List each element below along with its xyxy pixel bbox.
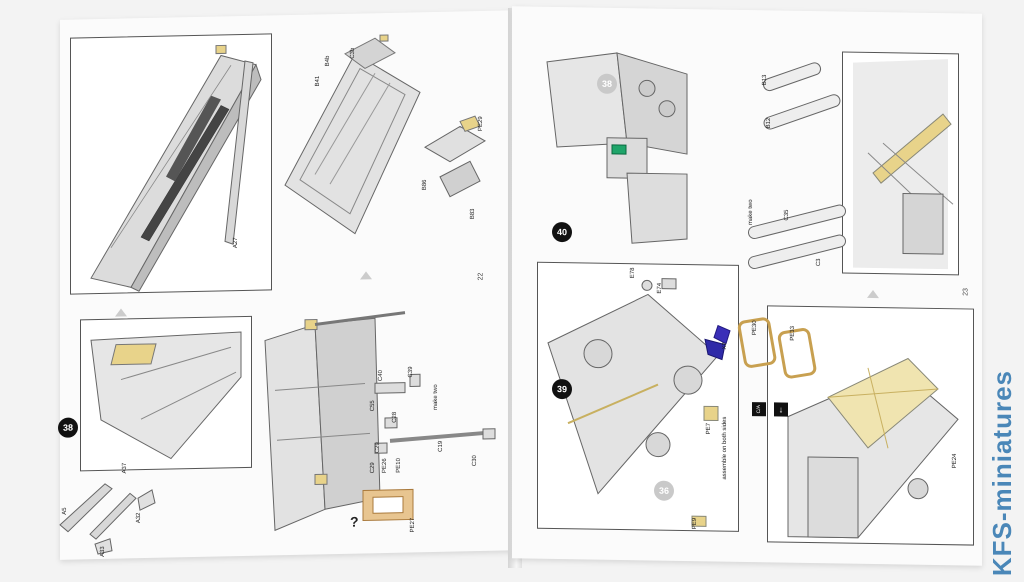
- step-38-badge: 38: [58, 417, 78, 438]
- small-parts-c: [374, 373, 496, 454]
- flow-arrow-icon: [360, 271, 372, 280]
- gas-bottles: [762, 62, 841, 130]
- step38-detail-panel: [80, 315, 252, 472]
- pe-frame-part: [362, 488, 414, 522]
- ca-callout-text: C/A: [756, 404, 762, 414]
- parts-e78-e74: [641, 278, 677, 291]
- page-number-left: 22: [477, 272, 485, 281]
- question-mark: ?: [350, 513, 359, 530]
- label-pe10: PE10: [396, 457, 402, 473]
- flow-arrow-icon: [115, 308, 127, 317]
- make-two-note-left: make two: [433, 384, 439, 411]
- label-pe33: PE33: [790, 325, 796, 341]
- label-b13: B13: [762, 74, 768, 86]
- pe-detail-panel: [767, 305, 974, 546]
- ca-callout-box: C/A: [752, 402, 766, 417]
- label-e78: E78: [630, 267, 636, 279]
- label-c35: C35: [784, 209, 790, 221]
- label-c3b: C3b: [350, 47, 356, 59]
- frame-subassembly: [284, 34, 421, 235]
- label-a33: A33: [100, 546, 106, 558]
- label-b4b: B4b: [325, 55, 331, 67]
- step39-panel: [537, 261, 739, 532]
- step-36-badge: 36: [654, 480, 674, 501]
- label-c55: C55: [370, 400, 376, 412]
- make-two-note-right: make two: [748, 199, 754, 226]
- cradle-assembly: [264, 311, 406, 532]
- parts-a5-a37-a32-a33: [59, 483, 156, 555]
- label-x2: X2: [722, 342, 728, 350]
- part-pe7: [703, 405, 719, 422]
- part-a27-rail: [224, 60, 254, 245]
- label-pe30: PE30: [752, 320, 758, 336]
- label-c19: C19: [438, 440, 444, 452]
- step-faded-badge: 38: [597, 73, 617, 94]
- label-c29b: C29: [370, 462, 376, 474]
- label-pe26: PE26: [382, 458, 388, 474]
- label-a27: A27: [233, 237, 239, 249]
- left-instruction-page: A27 B4b C3b B41 PE29 B86 B83 22: [58, 10, 522, 560]
- label-pe9: PE9: [692, 517, 698, 530]
- label-pe27: PE27: [410, 517, 416, 533]
- label-c3: C3: [816, 258, 822, 267]
- part-pe9: [691, 515, 707, 527]
- arrow-callout-icon: ↓: [774, 402, 788, 417]
- label-c40: C40: [378, 370, 384, 382]
- label-pe29: PE29: [478, 116, 484, 132]
- step-40-badge: 40: [552, 221, 572, 243]
- label-a32: A32: [136, 512, 142, 524]
- bracket-b86-b83: [424, 115, 486, 198]
- watermark-text: KFS-miniatures: [987, 369, 1017, 576]
- label-a5: A5: [62, 507, 68, 515]
- label-c30: C30: [472, 455, 478, 467]
- vehicle-assembly-top: [546, 52, 688, 244]
- label-b86: B86: [422, 179, 428, 191]
- page-number-right: 23: [962, 287, 970, 296]
- label-c39: C39: [408, 366, 414, 378]
- label-c29: C29: [375, 442, 381, 454]
- gas-bottles-lower: [747, 204, 847, 270]
- label-b83: B83: [470, 208, 476, 220]
- chassis-rail-panel: [70, 33, 272, 295]
- label-e74: E74: [657, 282, 663, 294]
- gas-bottles-panel: [842, 51, 959, 276]
- label-a37: A37: [122, 462, 128, 474]
- pe-frames-pe30-pe33: [737, 317, 817, 379]
- flow-arrow-icon: [867, 289, 879, 299]
- label-b41: B41: [315, 75, 321, 87]
- right-instruction-page: 38 40 B13 B12 C35 C3 make two 23: [512, 6, 982, 566]
- part-x2: [704, 338, 726, 361]
- step-39-badge: 39: [552, 378, 572, 400]
- label-pe7: PE7: [706, 423, 712, 435]
- assemble-both-sides-note: assemble on both sides: [722, 416, 728, 480]
- label-pe24: PE24: [952, 453, 958, 469]
- label-c28: C28: [392, 411, 398, 423]
- label-b12: B12: [766, 117, 772, 129]
